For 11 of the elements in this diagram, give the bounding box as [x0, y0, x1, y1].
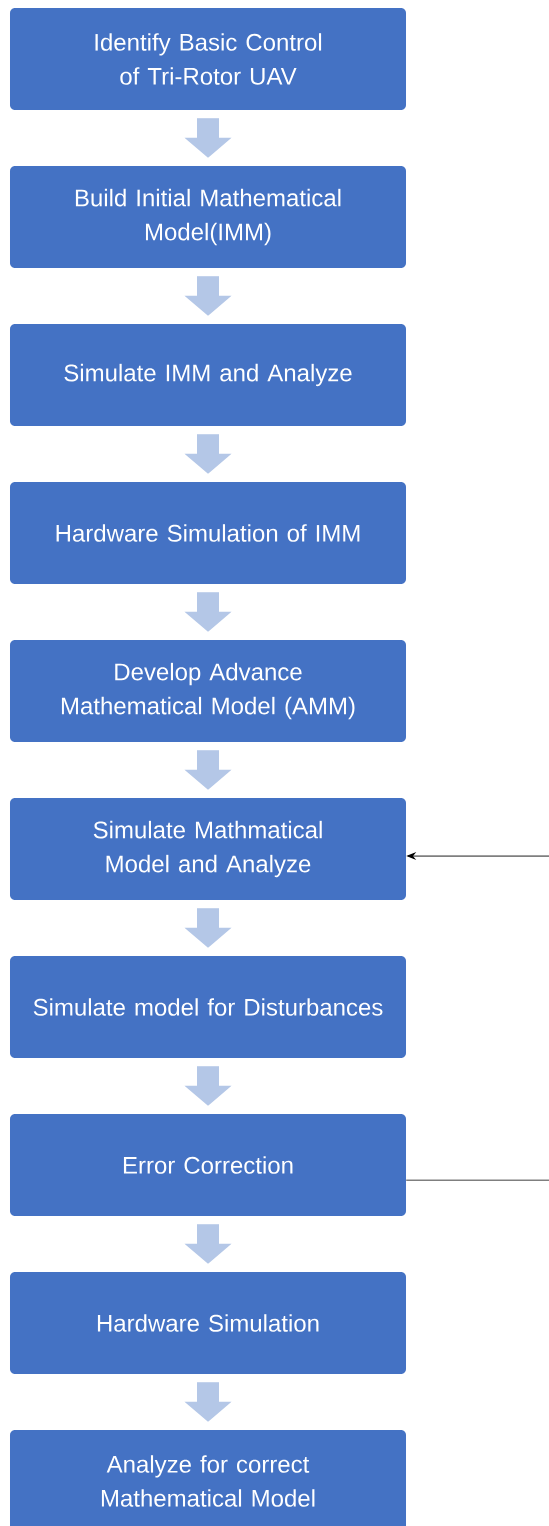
process-box: Simulate model for Disturbances: [10, 956, 406, 1058]
process-box: Develop Advance Mathematical Model (AMM): [10, 640, 406, 742]
process-box: Simulate Mathmatical Model and Analyze: [10, 798, 406, 900]
process-box: Build Initial Mathematical Model(IMM): [10, 166, 406, 268]
process-box: Hardware Simulation of IMM: [10, 482, 406, 584]
process-box: Analyze for correct Mathematical Model: [10, 1430, 406, 1526]
process-box: Simulate IMM and Analyze: [10, 324, 406, 426]
process-box: Identify Basic Control of Tri-Rotor UAV: [10, 8, 406, 110]
process-box: Error Correction: [10, 1114, 406, 1216]
line: [405, 1179, 549, 1181]
process-box: Hardware Simulation: [10, 1272, 406, 1374]
